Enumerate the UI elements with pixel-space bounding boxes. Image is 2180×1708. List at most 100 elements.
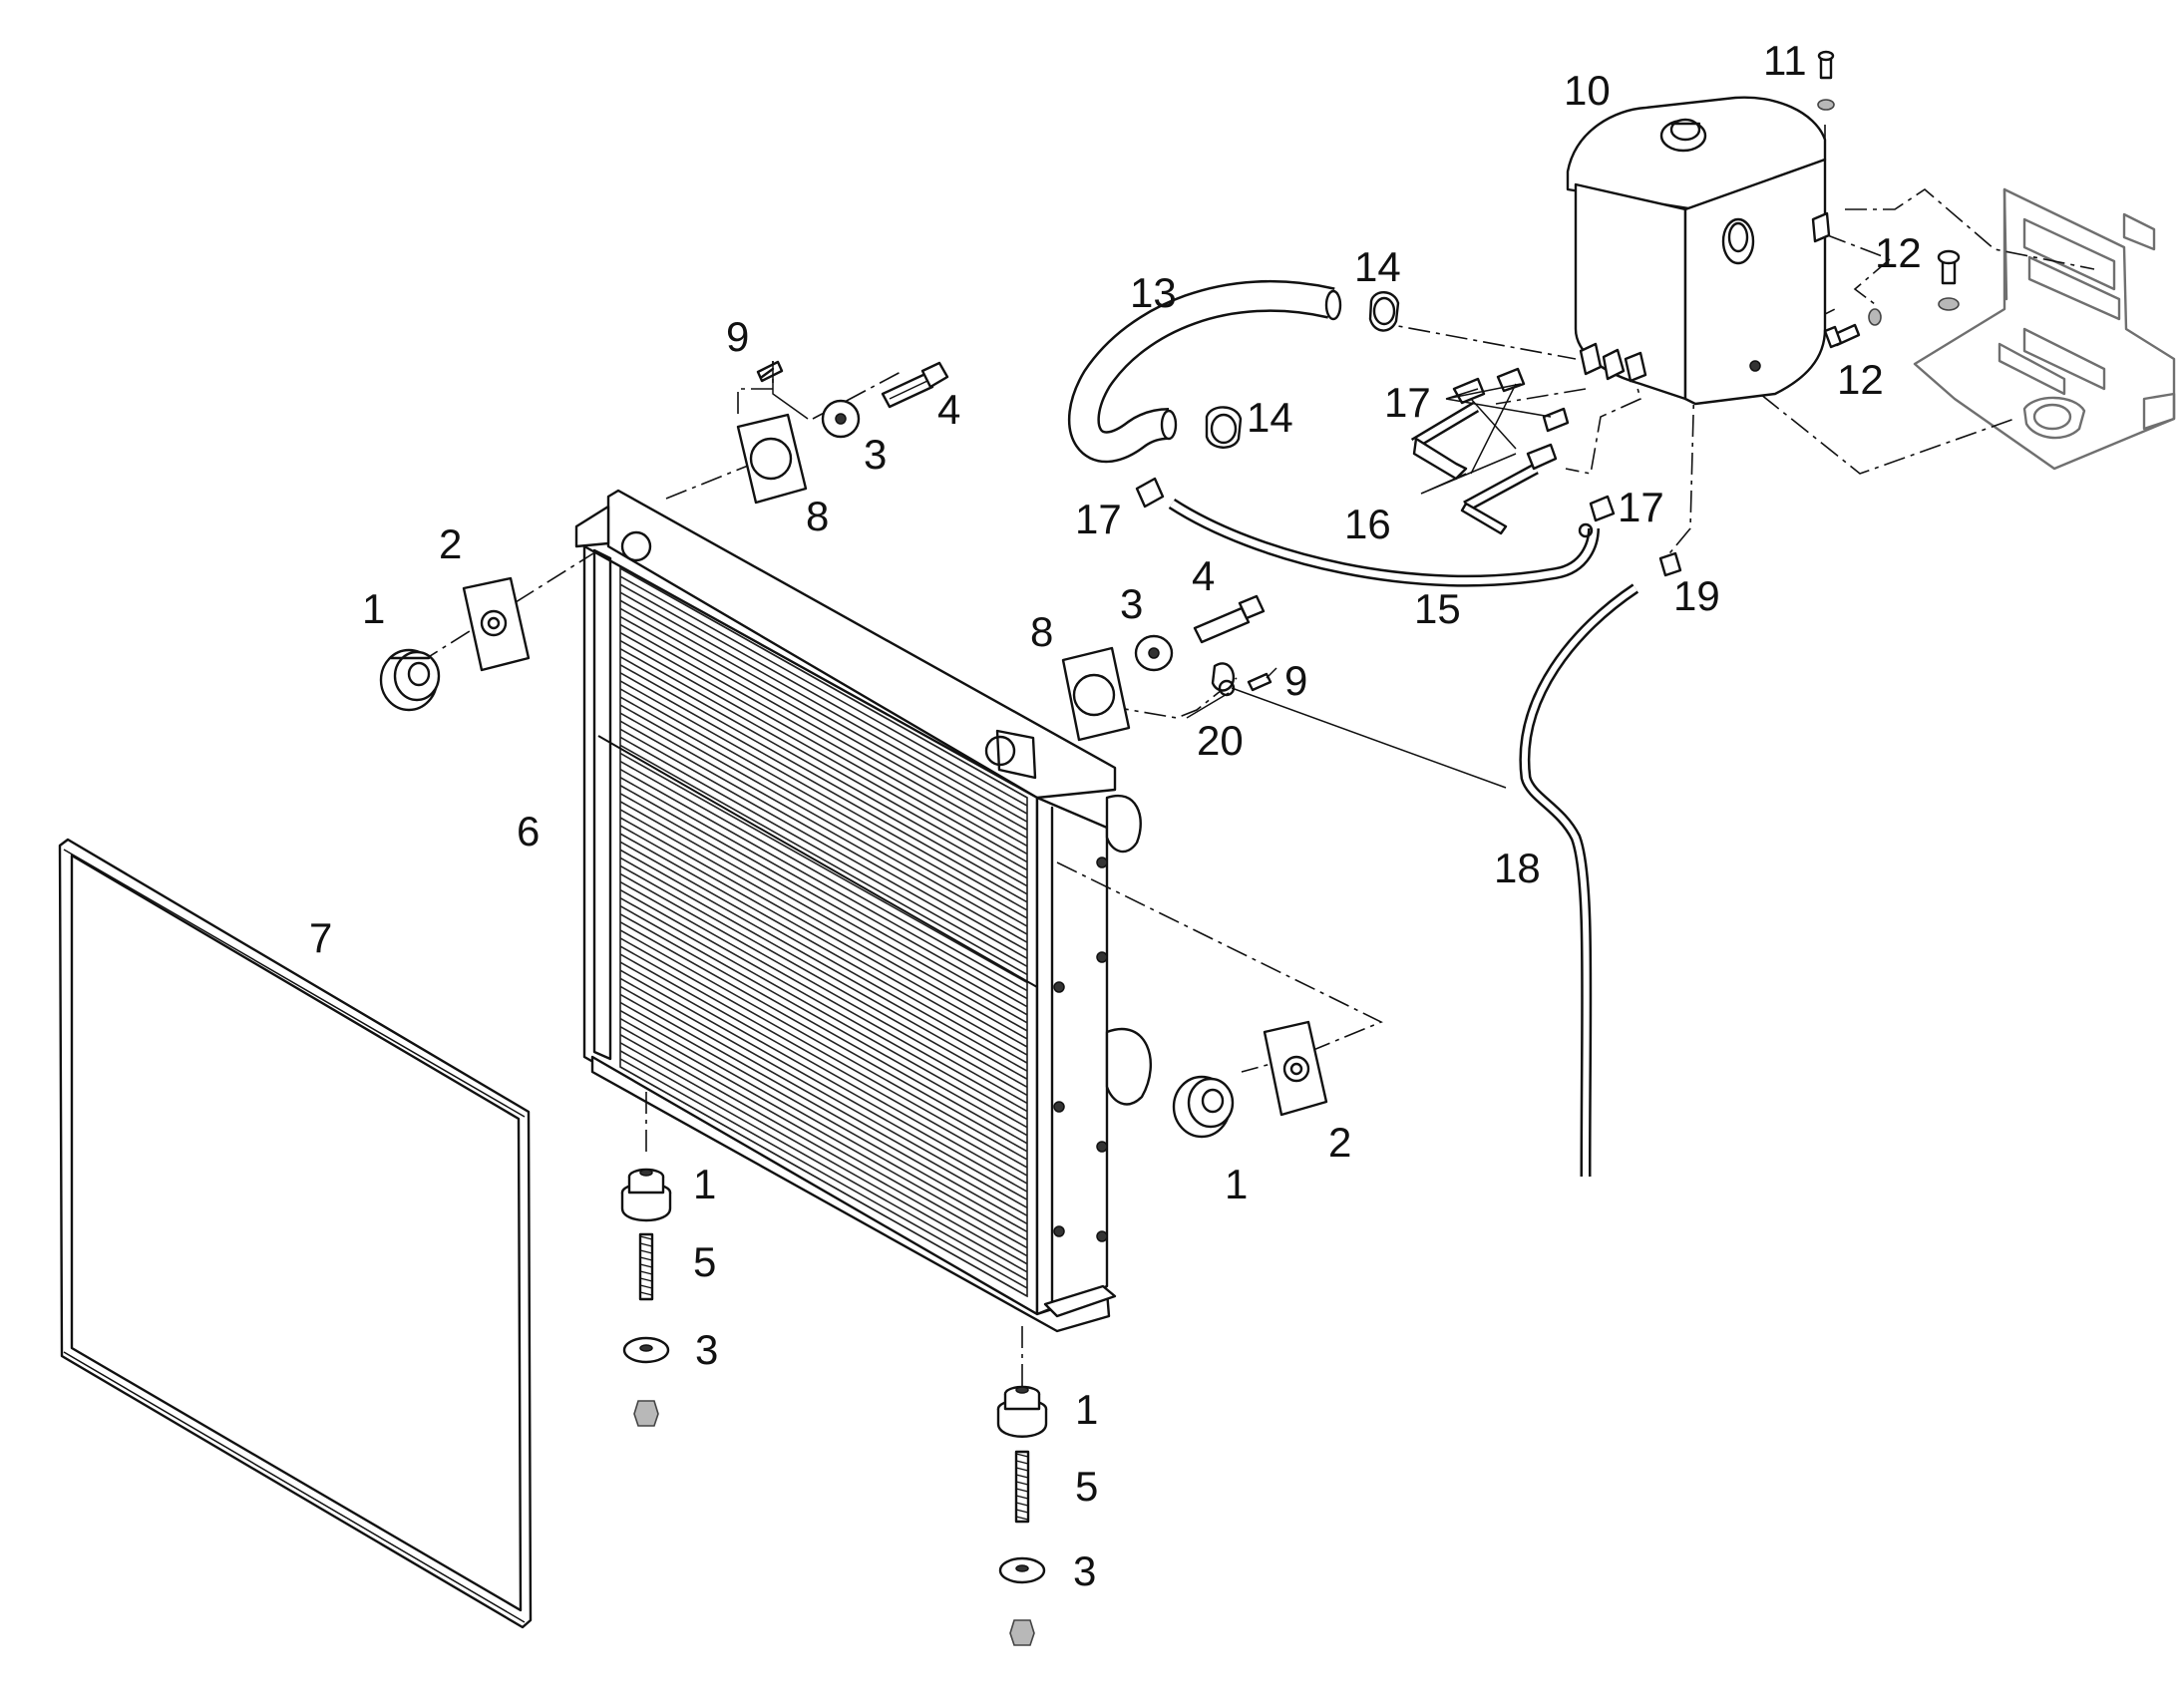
bottom-left-mount-stack [620,1168,672,1427]
radiator-fin [619,1034,1028,1265]
callout-11: 11 [1763,37,1807,84]
radiator-fin [619,768,1028,1000]
radiator-fin [619,728,1028,959]
callout-3: 3 [1120,580,1143,627]
callout-4: 4 [1192,552,1215,599]
radiator-fin [619,969,1028,1200]
radiator-fin [619,752,1028,984]
radiator-fin [619,880,1028,1113]
expansion-tank [1566,96,1831,406]
radiator-fin [619,896,1028,1129]
callout-14: 14 [1247,394,1293,441]
bottom-right-mount-stack [996,1385,1048,1646]
callout-9: 9 [726,313,749,360]
callout-5: 5 [1075,1463,1098,1510]
radiator-fin [619,905,1028,1137]
radiator-fin [619,801,1028,1032]
stud-thread [1015,1488,1029,1493]
callout-17: 17 [1075,496,1122,542]
radiator-fin [619,631,1028,863]
callout-17: 17 [1618,484,1664,530]
radiator-fin [619,664,1028,895]
stud-thread [639,1277,653,1282]
tank-hardware [1817,50,1961,349]
stud-thread [639,1270,653,1275]
callout-6: 6 [517,808,540,854]
stud-thread [1015,1481,1029,1486]
radiator-fin [619,712,1028,943]
radiator-fin [619,1017,1028,1249]
radiator-fin [619,937,1028,1169]
radiator-fin [619,985,1028,1217]
callout-8: 8 [806,493,829,539]
radiator-fin [619,607,1028,840]
radiator-fin [619,1042,1028,1273]
stud-thread [639,1235,653,1240]
stud-thread [1015,1453,1029,1458]
radiator-fin [619,864,1028,1097]
radiator-fin [619,1025,1028,1257]
radiator-fin [619,841,1028,1072]
radiator-fin [619,656,1028,887]
callout-2: 2 [1328,1119,1351,1166]
radiator-fin [619,872,1028,1105]
radiator-fin [619,929,1028,1161]
coolant-hoses [1067,280,1682,1178]
callout-12: 12 [1875,229,1922,276]
stud-thread [639,1256,653,1261]
radiator-fin [619,776,1028,1008]
radiator-fin [619,993,1028,1225]
radiator-fin [619,688,1028,919]
core-divider [597,735,1038,988]
stud-thread [639,1291,653,1296]
radiator-fin [619,1050,1028,1281]
gasket-frame [58,838,533,1629]
stud-thread [639,1249,653,1254]
stud-thread [639,1242,653,1247]
callout-7: 7 [309,914,332,961]
radiator-fin [619,1009,1028,1241]
radiator-fin [619,825,1028,1056]
radiator-fin [619,720,1028,951]
radiator-fin [619,977,1028,1208]
radiator-fin [619,953,1028,1185]
callout-15: 15 [1414,585,1461,632]
upper-left-mount-parts [379,360,949,712]
radiator-fin [619,599,1028,831]
radiator-fin [619,647,1028,879]
callout-18: 18 [1494,845,1541,891]
radiator-fin [619,696,1028,927]
callout-9: 9 [1284,657,1307,704]
callout-1: 1 [1225,1161,1248,1207]
radiator-fin [619,945,1028,1177]
radiator-fin [619,575,1028,807]
radiator-fin [619,785,1028,1016]
callout-1: 1 [362,585,385,632]
callout-12: 12 [1837,356,1884,403]
radiator-fin [619,672,1028,903]
callout-5: 5 [693,1238,716,1285]
stud-thread [1015,1509,1029,1514]
radiator-fin [619,639,1028,871]
radiator-fin [619,809,1028,1040]
stud-thread [1015,1502,1029,1507]
radiator-fin [619,744,1028,976]
radiator-fin [619,680,1028,911]
stud-thread [639,1284,653,1289]
radiator-fin [619,856,1028,1089]
callout-3: 3 [695,1326,718,1373]
callout-17: 17 [1384,379,1431,426]
callout-labels: 1 1 1 1 2 2 3 3 3 3 4 4 5 5 6 7 8 8 9 9 … [309,37,1922,1594]
radiator-fin [619,704,1028,935]
callout-1: 1 [693,1161,716,1207]
callout-3: 3 [864,431,887,478]
radiator-fin [619,817,1028,1048]
radiator-fin [619,961,1028,1193]
leader-lines [772,361,1552,789]
stud-thread [1015,1460,1029,1465]
radiator-fin [619,793,1028,1024]
radiator-fin [619,888,1028,1121]
radiator-fin [619,760,1028,992]
radiator-fin [619,567,1028,799]
